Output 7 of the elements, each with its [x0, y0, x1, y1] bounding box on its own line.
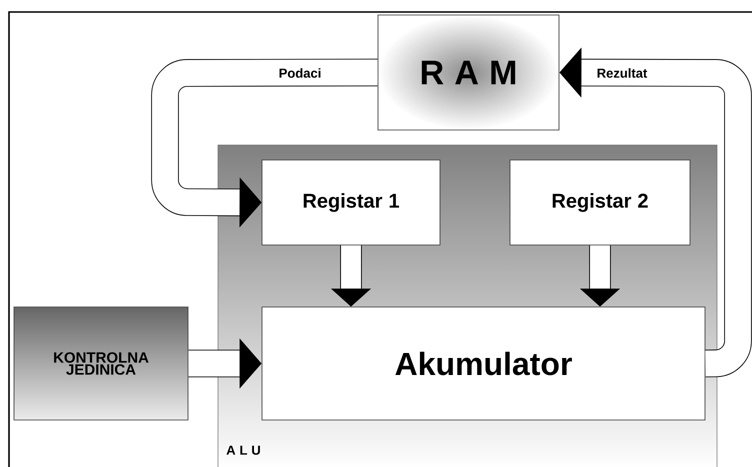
control-unit-box: KONTROLNA JEDINICA [14, 306, 188, 420]
accumulator-box: Akumulator [262, 306, 706, 420]
register-box: Registar 1 [262, 160, 440, 246]
register-box: Registar 2 [510, 160, 690, 246]
memory-box: R A M [378, 14, 560, 130]
edge-label: Rezultat [596, 67, 648, 79]
edge-label: Podaci [278, 67, 322, 79]
